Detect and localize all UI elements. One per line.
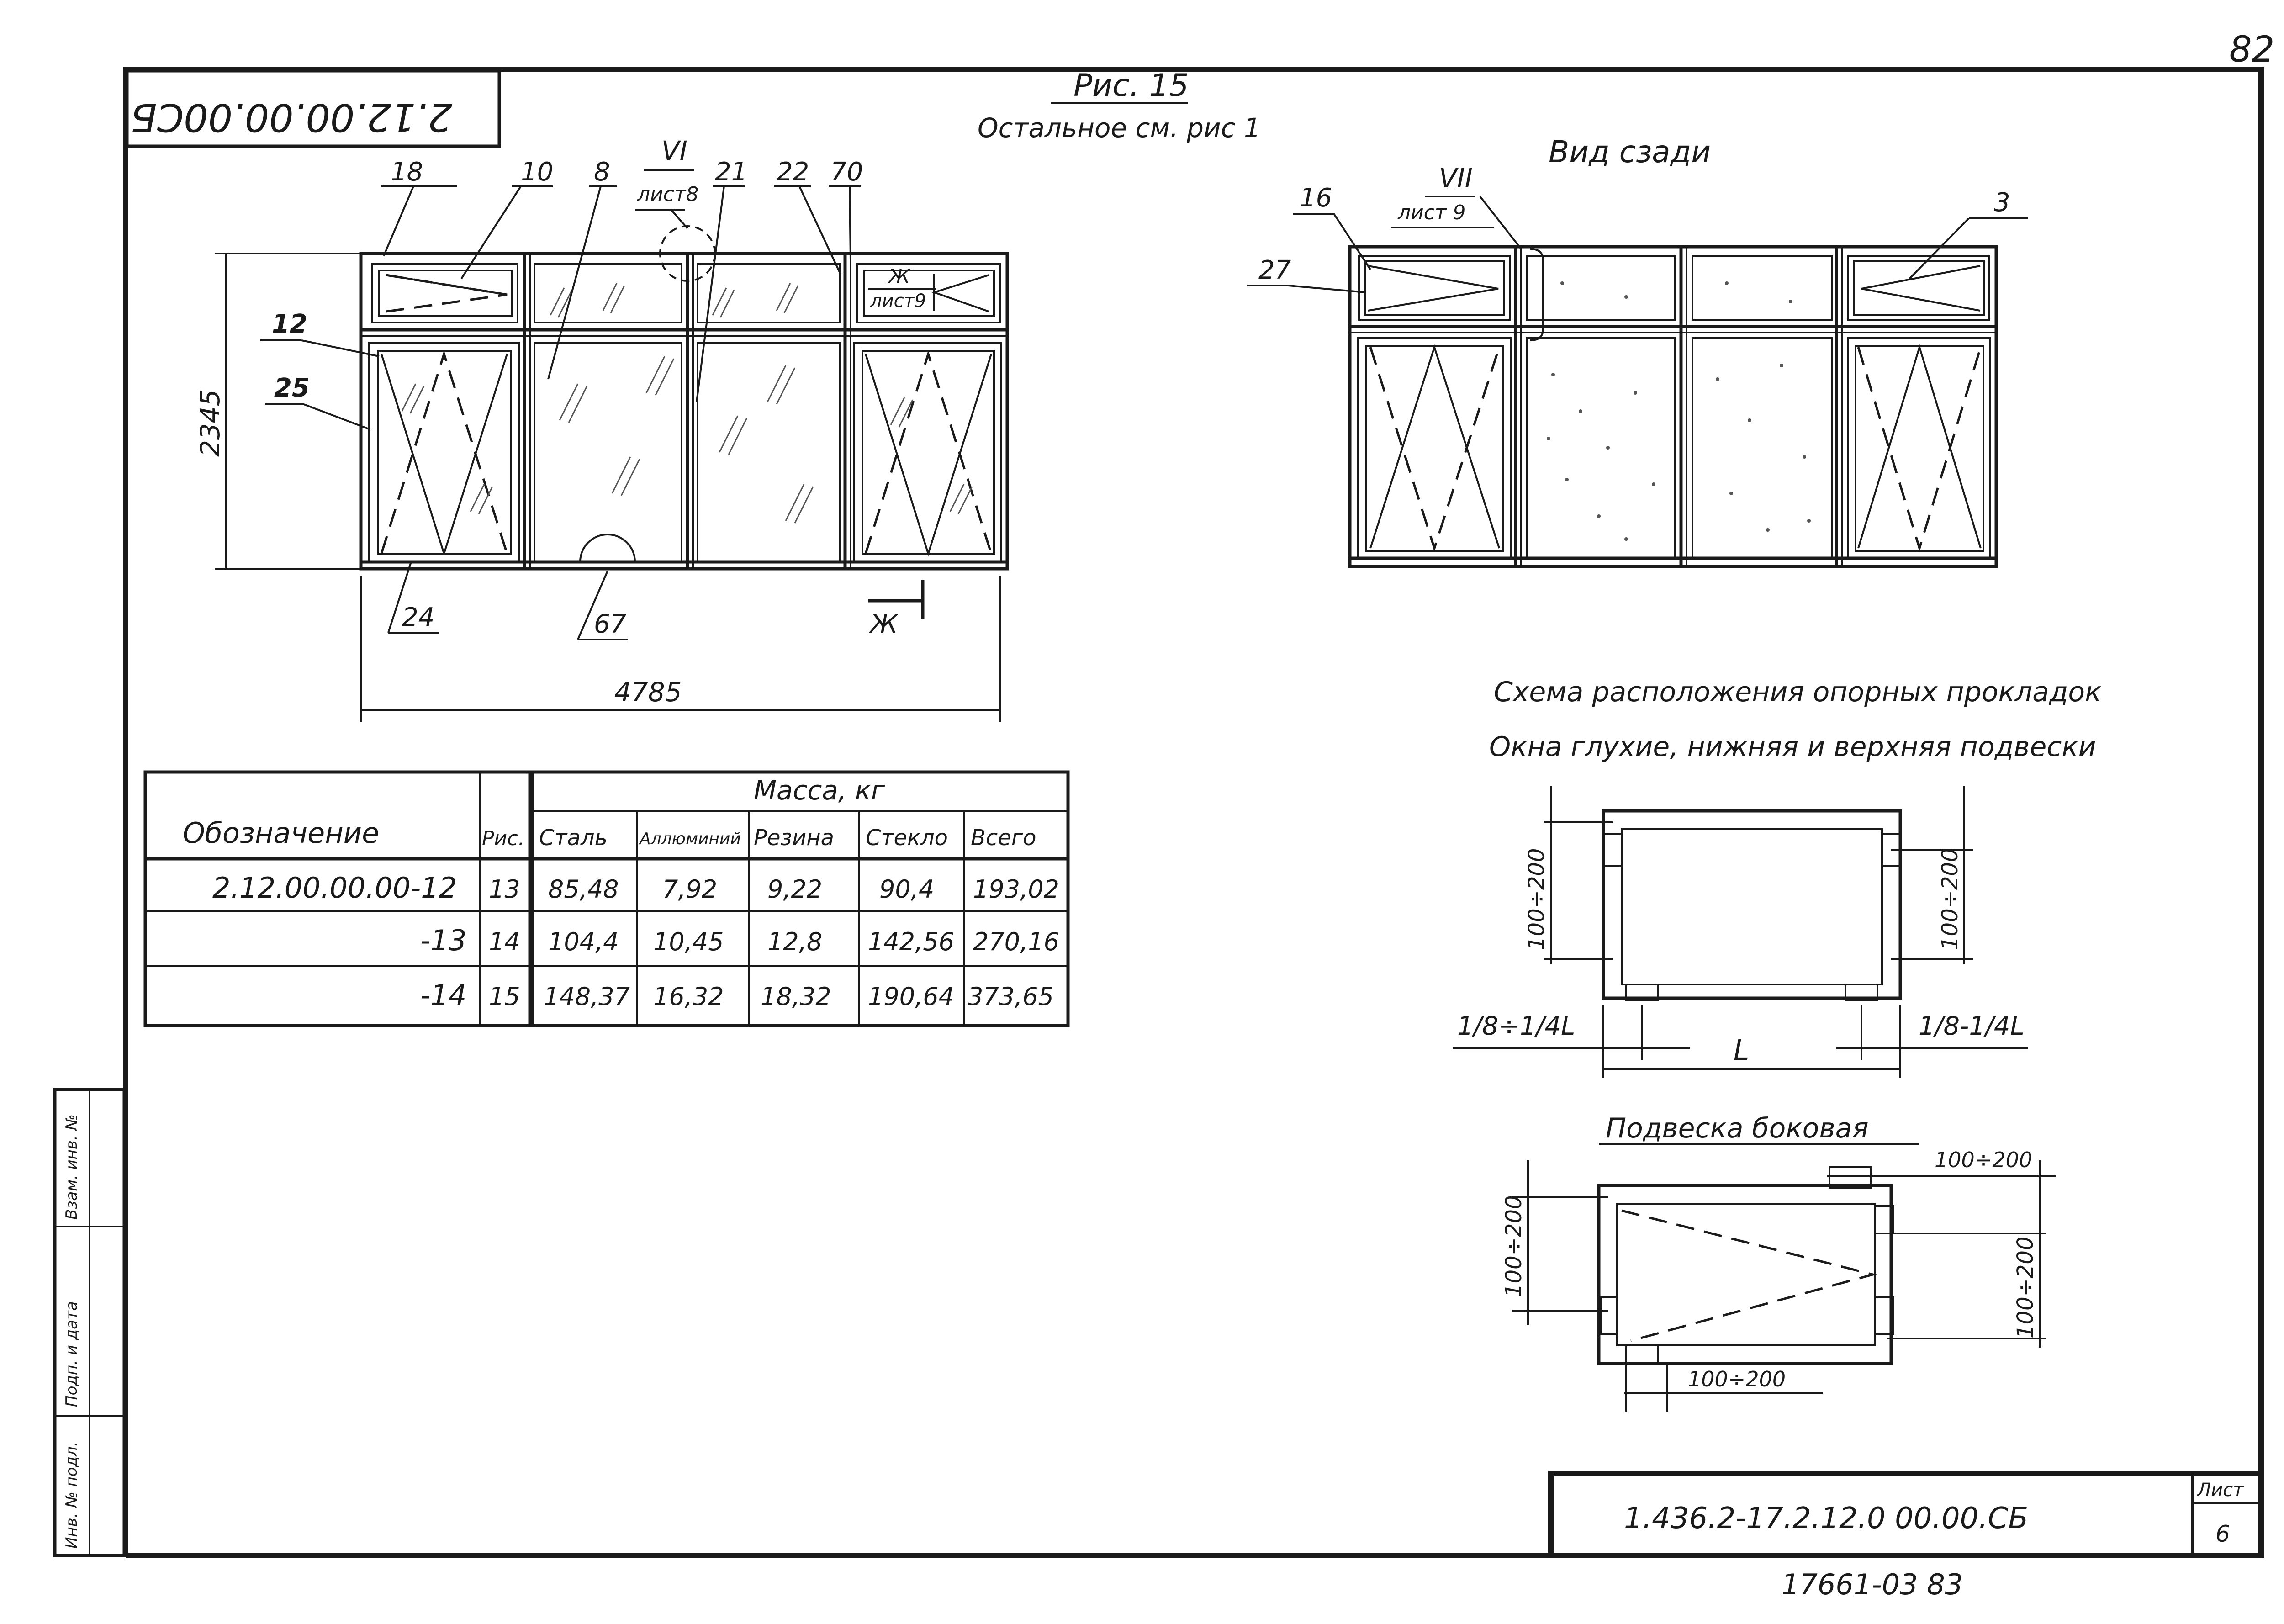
node-vi-sheet: лист8 bbox=[637, 183, 699, 206]
callout-22: 22 bbox=[777, 157, 809, 187]
row2-designation: -13 bbox=[420, 924, 466, 957]
row1-glass: 90,4 bbox=[879, 875, 934, 904]
callout-24: 24 bbox=[402, 603, 434, 632]
mass-table: Обозначение Рис. Масса, кг Сталь Аллюмин… bbox=[143, 770, 1070, 1027]
row2-rubber: 12,8 bbox=[767, 927, 822, 956]
page-number: 82 bbox=[2229, 29, 2274, 70]
row3-rubber: 18,32 bbox=[761, 982, 831, 1011]
row3-glass: 190,64 bbox=[868, 982, 954, 1011]
sheet-number: 6 bbox=[2215, 1521, 2230, 1547]
sheet-frame bbox=[123, 67, 2264, 1555]
dim-height: 2345 bbox=[195, 389, 226, 457]
row1-total: 193,02 bbox=[973, 875, 1059, 904]
header-mass: Масса, кг bbox=[754, 775, 885, 806]
scheme-diagram: 100÷200 100÷200 1/8÷1/4L 1/8-1/4L L bbox=[1453, 786, 2028, 1078]
callout-70: 70 bbox=[830, 157, 863, 187]
dim-width: 4785 bbox=[614, 677, 682, 708]
row2-glass: 142,56 bbox=[868, 927, 954, 956]
title-code: 1.436.2-17.2.12.0 00.00.СБ bbox=[1624, 1502, 2028, 1535]
title-block: 1.436.2-17.2.12.0 00.00.СБ Лист 6 bbox=[1548, 1471, 2264, 1558]
scheme-dim-left-bottom: 1/8÷1/4L bbox=[1457, 1011, 1575, 1041]
scheme-dim-left: 100÷200 bbox=[1524, 848, 1549, 950]
callout-18: 18 bbox=[391, 157, 423, 187]
margin-replace-inv: Взам. инв. № bbox=[63, 1114, 81, 1220]
scheme-dim-right-bottom: 1/8-1/4L bbox=[1919, 1011, 2025, 1041]
row1-steel: 85,48 bbox=[548, 875, 619, 904]
scheme-title: Схема расположения опорных прокладок bbox=[1494, 676, 2101, 708]
node-vii-sheet: лист 9 bbox=[1397, 201, 1466, 224]
stamp-code: 2.12.00.00.00СБ bbox=[131, 95, 452, 140]
row1-designation: 2.12.00.00.00-12 bbox=[212, 871, 457, 905]
callout-25: 25 bbox=[274, 373, 310, 403]
stamp-box bbox=[125, 69, 501, 148]
hanger-dim-right: 100÷200 bbox=[2013, 1237, 2038, 1338]
callout-10: 10 bbox=[521, 157, 553, 187]
callout-8: 8 bbox=[594, 157, 610, 187]
row3-aluminium: 16,32 bbox=[653, 982, 724, 1011]
row2-steel: 104,4 bbox=[548, 927, 619, 956]
front-outer-frame bbox=[359, 252, 1009, 571]
callout-27: 27 bbox=[1258, 255, 1291, 285]
scheme-dim-l: L bbox=[1734, 1033, 1750, 1067]
hanger-dim-top: 100÷200 bbox=[1935, 1148, 2032, 1172]
rear-view-title: Вид сзади bbox=[1549, 134, 1711, 169]
hanger-dim-left: 100÷200 bbox=[1501, 1196, 1527, 1297]
figure-subcaption: Остальное см. рис 1 bbox=[978, 112, 1261, 143]
row2-fig: 14 bbox=[489, 927, 520, 956]
col-steel: Сталь bbox=[539, 825, 608, 851]
col-aluminium: Аллюминий bbox=[639, 830, 741, 848]
row2-total: 270,16 bbox=[973, 927, 1059, 956]
header-fig: Рис. bbox=[482, 827, 524, 850]
bottom-number: 17661-03 83 bbox=[1782, 1568, 1963, 1601]
callout-67: 67 bbox=[594, 609, 627, 639]
section-letter: Ж bbox=[887, 265, 911, 288]
row1-aluminium: 7,92 bbox=[662, 875, 717, 904]
callout-21: 21 bbox=[715, 157, 747, 187]
col-rubber: Резина bbox=[754, 825, 834, 851]
node-vii: VII bbox=[1439, 163, 1473, 194]
scheme-subtitle: Окна глухие, нижняя и верхняя подвески bbox=[1489, 731, 2096, 763]
figure-caption: Рис. 15 bbox=[1073, 68, 1189, 104]
node-vi: VI bbox=[661, 135, 687, 166]
scheme-dim-right: 100÷200 bbox=[1937, 848, 1963, 950]
row3-designation: -14 bbox=[420, 979, 466, 1012]
col-total: Всего bbox=[971, 825, 1036, 851]
row3-fig: 15 bbox=[489, 982, 520, 1011]
section-marker: Ж bbox=[869, 609, 899, 639]
col-glass: Стекло bbox=[866, 825, 948, 851]
side-hanger-title: Подвеска боковая bbox=[1606, 1112, 1869, 1144]
front-view: 2345 4785 18 10 8 VI лист8 21 22 70 Ж ли bbox=[195, 135, 1009, 722]
section-sheet: лист9 bbox=[870, 291, 926, 312]
left-margin-strip: Инв. № подл. Подп. и дата Взам. инв. № bbox=[53, 1088, 126, 1557]
hanger-dim-bottom: 100÷200 bbox=[1688, 1367, 1786, 1391]
margin-sign-date: Подп. и дата bbox=[63, 1301, 81, 1407]
row1-rubber: 9,22 bbox=[767, 875, 822, 904]
row1-fig: 13 bbox=[489, 875, 520, 904]
sheet-label: Лист bbox=[2196, 1480, 2244, 1501]
row3-total: 373,65 bbox=[968, 982, 1054, 1011]
header-designation: Обозначение bbox=[183, 816, 379, 850]
side-hanger-diagram: 100÷200 100÷200 100÷200 100÷200 bbox=[1501, 1148, 2056, 1412]
callout-16: 16 bbox=[1300, 183, 1332, 213]
row3-steel: 148,37 bbox=[544, 982, 630, 1011]
row2-aluminium: 10,45 bbox=[653, 927, 724, 956]
callout-3: 3 bbox=[1994, 188, 2010, 217]
rear-view: VII лист 9 16 27 3 bbox=[1247, 163, 2028, 568]
margin-inv-no: Инв. № подл. bbox=[63, 1441, 81, 1549]
callout-12: 12 bbox=[272, 309, 307, 339]
